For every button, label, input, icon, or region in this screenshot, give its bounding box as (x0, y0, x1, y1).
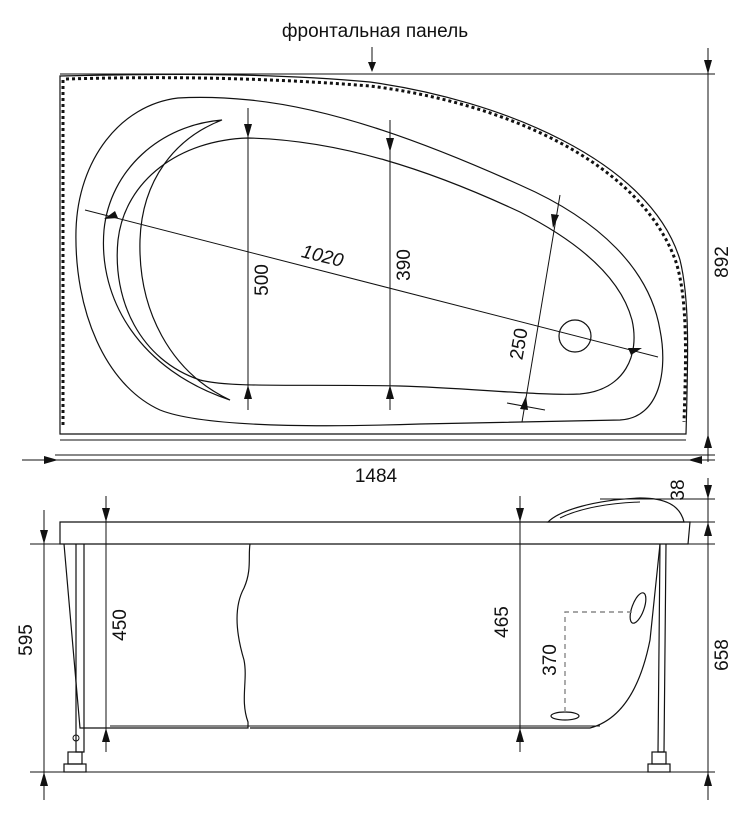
drain-fitting (550, 711, 580, 721)
overall-length-arrow-right (688, 456, 702, 464)
overflow-fitting (629, 592, 647, 624)
tub-inner-rim (75, 96, 664, 427)
left-foot (67, 751, 83, 765)
tub-basin (116, 137, 635, 395)
overall-depth-arrow-bottom (704, 434, 712, 448)
overall-length-arrow-left (44, 456, 58, 464)
diagonal-arrow-right (628, 348, 642, 355)
top-view: фронтальная панель 1020 500 390 (22, 21, 733, 487)
depth-250-extension (506, 402, 546, 411)
inner-depth-450-arrow-bottom (102, 728, 110, 742)
overall-height-arrow-bottom (704, 772, 712, 786)
leg-height-arrow-top (40, 530, 48, 544)
depth-250-arrow-bottom (520, 396, 528, 410)
depth-390-arrow-top (386, 138, 394, 152)
drain-height-label: 370 (540, 644, 561, 676)
armrest-groove (102, 119, 231, 401)
depth-390-arrow-bottom (386, 385, 394, 399)
right-foot (651, 751, 667, 765)
tub-body (63, 543, 251, 729)
left-frame-leg (75, 544, 85, 753)
inner-depth-465-arrow-bottom (516, 728, 524, 742)
tub-body-right (250, 543, 661, 729)
diagonal-arrow-left (104, 211, 118, 219)
depth-250-arrow-top (551, 214, 559, 228)
headrest (546, 497, 685, 523)
diagonal-label: 1020 (299, 241, 346, 272)
tub-outer-rim (59, 73, 689, 435)
headrest-height-arrow-bottom (704, 522, 712, 536)
diagonal-dim-line (84, 209, 659, 358)
left-leg-bolt (72, 734, 80, 742)
left-foot-base (63, 763, 87, 773)
overall-depth-label: 892 (712, 246, 733, 278)
headrest-height-label: 38 (668, 479, 689, 500)
front-panel-label: фронтальная панель (282, 21, 468, 42)
front-panel-outline (61, 76, 688, 425)
right-foot-base (647, 763, 671, 773)
drain-dashed-line (564, 611, 632, 712)
overall-depth-arrow-top (704, 60, 712, 74)
depth-250-line (521, 194, 561, 423)
inner-depth-450-label: 450 (110, 609, 131, 641)
overall-length-label: 1484 (355, 466, 398, 487)
side-view: 38 595 450 465 370 658 (16, 478, 733, 800)
leg-height-arrow-bottom (40, 772, 48, 786)
right-frame-leg (657, 543, 667, 753)
inner-depth-465-label: 465 (492, 606, 513, 638)
tub-rim-slab (59, 521, 691, 545)
depth-500-arrow-bottom (244, 385, 252, 399)
depth-390-label: 390 (394, 249, 415, 281)
headrest-contour (559, 501, 641, 519)
leg-height-label: 595 (16, 624, 37, 656)
headrest-height-arrow-top (704, 485, 712, 499)
inner-depth-465-arrow-top (516, 508, 524, 522)
depth-500-arrow-top (244, 124, 252, 138)
inner-depth-450-arrow-top (102, 508, 110, 522)
depth-250-label: 250 (506, 327, 532, 362)
depth-500-label: 500 (252, 264, 273, 296)
overall-height-label: 658 (712, 639, 733, 671)
drain-hole (558, 319, 592, 353)
